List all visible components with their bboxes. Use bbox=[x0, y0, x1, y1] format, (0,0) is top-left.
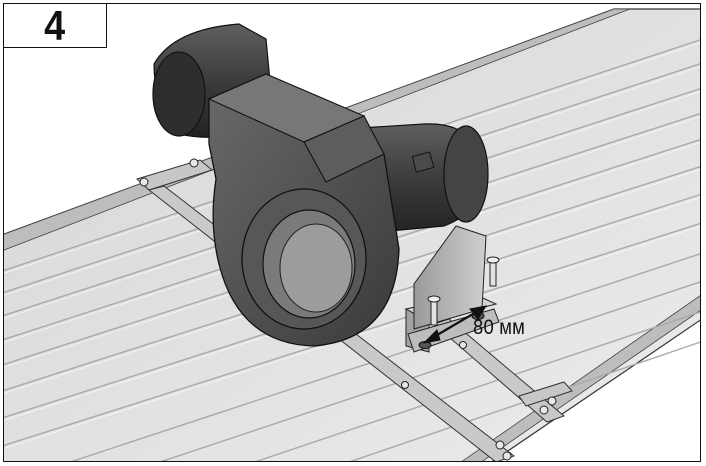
installation-illustration bbox=[4, 8, 700, 461]
bolt-left bbox=[427, 295, 441, 326]
step-number-box: 4 bbox=[3, 3, 107, 48]
strap-screws bbox=[139, 158, 557, 461]
dimension-label: 80 мм bbox=[473, 316, 525, 339]
blower-fan bbox=[152, 23, 489, 347]
bolt-right bbox=[486, 256, 500, 287]
step-number: 4 bbox=[44, 1, 66, 49]
illustration-frame bbox=[3, 3, 701, 462]
dimension-arrow bbox=[422, 305, 488, 344]
